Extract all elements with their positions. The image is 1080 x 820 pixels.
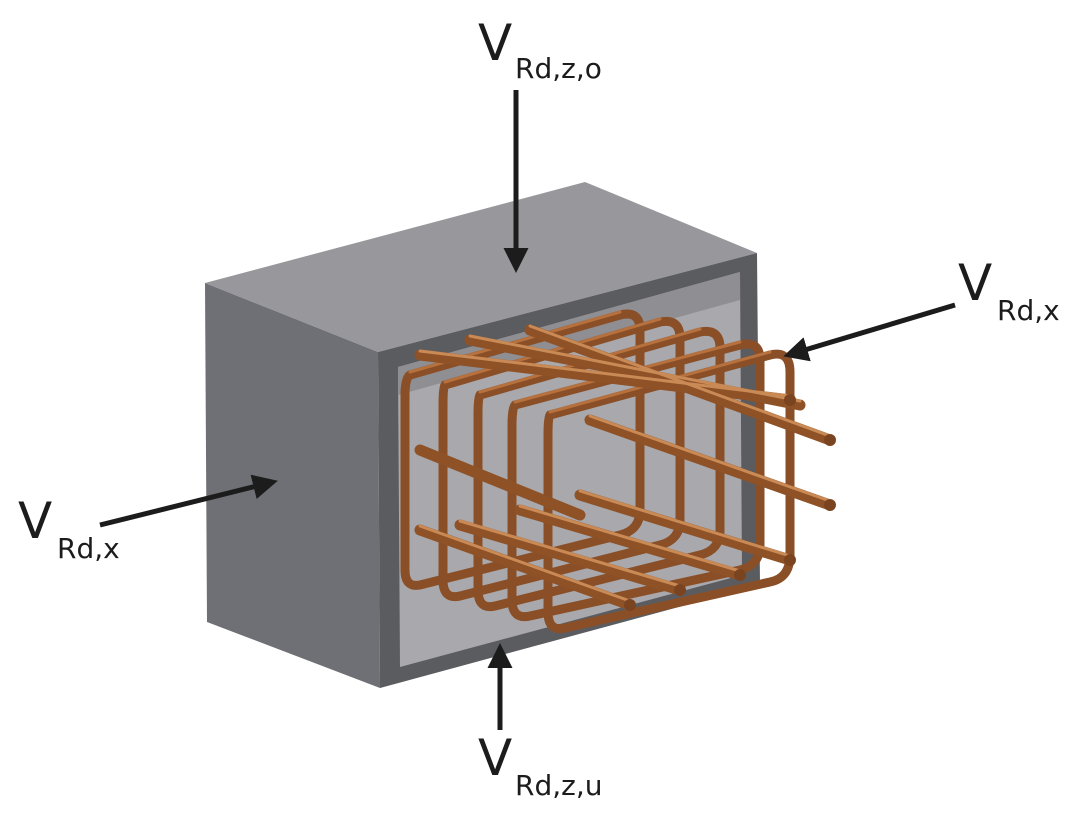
bar-mid xyxy=(414,444,586,521)
label-top-sub: Rd,z,o xyxy=(515,52,602,85)
bar-highlight xyxy=(518,504,742,573)
concrete-top-face xyxy=(205,182,757,352)
bar-highlight xyxy=(468,334,802,403)
label-left-main: V xyxy=(18,492,52,550)
bar-end xyxy=(784,554,796,566)
force-arrows xyxy=(99,90,956,730)
bar-highlight xyxy=(588,414,832,503)
bar-end xyxy=(624,599,636,611)
bar-end xyxy=(824,499,836,511)
bar-top xyxy=(524,324,836,446)
label-right-sub: Rd,x xyxy=(997,294,1060,327)
label-bottom: V Rd,z,u xyxy=(478,729,602,802)
label-top-main: V xyxy=(478,14,512,72)
bar-end xyxy=(824,434,836,446)
bar-highlight xyxy=(578,489,792,558)
stirrup-highlight xyxy=(443,317,662,384)
bar-highlight xyxy=(418,349,792,398)
bar-bottom xyxy=(454,519,686,596)
concrete-front-face xyxy=(205,283,380,688)
bar-bottom xyxy=(414,524,636,611)
bar-bottom xyxy=(514,504,746,581)
bar-mid xyxy=(584,414,836,511)
arrow-right xyxy=(783,302,956,362)
label-bottom-sub: Rd,z,u xyxy=(515,769,602,802)
label-left-sub: Rd,x xyxy=(57,532,120,565)
bar-end xyxy=(674,584,686,596)
force-labels: V Rd,z,o V Rd,x V Rd,x V Rd,z,u xyxy=(18,14,1060,802)
label-right: V Rd,x xyxy=(958,254,1060,327)
bar-highlight xyxy=(458,519,682,588)
bar-highlight xyxy=(418,524,632,603)
bar-bottom xyxy=(574,489,796,566)
stirrup xyxy=(473,326,725,612)
label-left: V Rd,x xyxy=(18,492,120,565)
bar-highlight xyxy=(528,324,832,438)
bar-end xyxy=(784,394,796,406)
rebar-longitudinal-highlight xyxy=(418,324,832,603)
bar-end xyxy=(734,569,746,581)
rebar-end-caps xyxy=(624,394,836,611)
stirrup xyxy=(438,316,685,602)
label-bottom-main: V xyxy=(478,729,512,787)
label-right-main: V xyxy=(958,254,992,312)
label-top: V Rd,z,o xyxy=(478,14,602,85)
rebar-longitudinal xyxy=(414,324,836,611)
arrow-left xyxy=(99,474,278,528)
